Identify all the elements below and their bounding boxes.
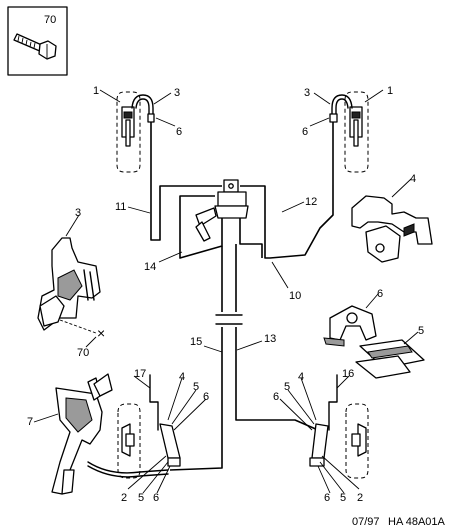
callout-4-left-bottom: 4	[179, 371, 185, 383]
callout-3-right-top: 3	[304, 87, 310, 99]
mounting-bracket: 4	[351, 173, 433, 263]
callout-17: 17	[134, 368, 146, 380]
callout-11: 11	[115, 201, 126, 213]
callout-6-left-bottom-top: 6	[203, 391, 209, 403]
cross-mark: ×	[97, 325, 105, 341]
callout-6-right-bottom: 6	[324, 492, 330, 504]
callout-2-right: 2	[357, 492, 363, 504]
callout-15: 15	[190, 336, 202, 348]
callout-5-left-bottom-top: 5	[193, 381, 199, 393]
callout-2-left: 2	[121, 492, 127, 504]
callout-10: 10	[289, 290, 301, 302]
lower-right-hose-assembly: 16 4 5 6 6 5 2	[273, 368, 369, 504]
pipe-clips: 6 5	[323, 288, 425, 379]
callout-7: 7	[27, 416, 33, 428]
compensator-valve	[195, 179, 249, 242]
callout-1-left: 1	[93, 85, 99, 97]
callout-1-right: 1	[387, 85, 393, 97]
callout-5-right-bottom: 5	[340, 492, 346, 504]
brake-pedal-assembly: 7	[27, 373, 169, 495]
callout-3-left-top: 3	[174, 87, 180, 99]
callout-12: 12	[305, 196, 317, 208]
callout-14: 14	[144, 261, 156, 273]
callout-6-right-bottom-top: 6	[273, 391, 279, 403]
callout-70-mid: 70	[77, 347, 89, 359]
upper-right-hose-assembly: 1 3 6	[302, 85, 393, 185]
callout-4-bracket: 4	[410, 173, 416, 185]
callout-70-inset: 70	[44, 14, 56, 26]
footer-code: HA 48A01A	[388, 516, 446, 528]
callout-5-right-bottom-top: 5	[284, 381, 290, 393]
pipe-network: 11 12 14 10 15 13	[115, 179, 334, 471]
callout-16: 16	[342, 368, 354, 380]
callout-3-mid: 3	[75, 207, 81, 219]
bolt-inset-box: 70	[7, 6, 68, 76]
callout-6-left-bottom: 6	[153, 492, 159, 504]
callout-6-right-top: 6	[302, 126, 308, 138]
callout-5-clip: 5	[418, 325, 424, 337]
callout-6-left-top: 6	[176, 126, 182, 138]
callout-5-left-bottom: 5	[138, 492, 144, 504]
upper-left-hose-assembly: 1 3 6	[93, 85, 182, 185]
footer-date: 07/97	[352, 516, 380, 528]
bolt-icon	[13, 33, 57, 60]
left-support-bracket: × 3 70	[37, 207, 105, 359]
callout-6-clip: 6	[377, 288, 383, 300]
lower-left-hose-assembly: 17 4 5 6 2 5 6	[117, 368, 209, 504]
footer-reference: 07/97 HA 48A01A	[352, 516, 446, 528]
callout-13: 13	[264, 333, 276, 345]
callout-4-right-bottom: 4	[298, 371, 304, 383]
